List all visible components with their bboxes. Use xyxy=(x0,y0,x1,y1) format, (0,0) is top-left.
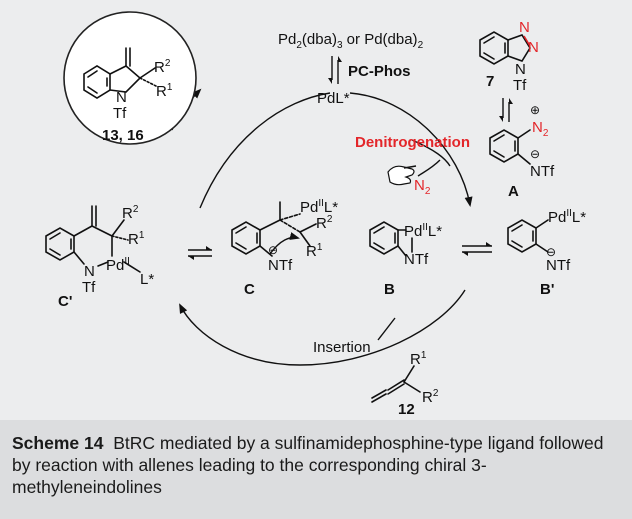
catalyst-pdl: PdL* xyxy=(317,90,350,107)
ligand-name: PC-Phos xyxy=(348,63,411,80)
cp-tf: Tf xyxy=(82,279,96,296)
cp-ligand: L* xyxy=(140,271,154,288)
c-r2: R2 xyxy=(316,214,333,232)
intermediate-C-structure: PdIIL* R2 R1 ⊖ NTf C xyxy=(231,198,338,298)
intermediate-B-label: B xyxy=(384,281,395,298)
arc-from-A xyxy=(411,139,451,167)
intermediate-A-structure: N2 ⊕ ⊖ NTf A xyxy=(489,103,555,200)
catalyst-generation: Pd2(dba)3 or Pd(dba)2 PC-Phos PdL* xyxy=(278,31,424,107)
precursor-text: Pd2(dba)3 or Pd(dba)2 xyxy=(278,31,424,51)
bt-tf: Tf xyxy=(513,77,527,94)
product-structure: N Tf R2 R1 13, 16 xyxy=(63,11,197,145)
bt-n3: N xyxy=(515,61,526,78)
intermediate-B-structure: PdIIL* NTf B xyxy=(369,221,442,298)
c-curly-arrow xyxy=(269,232,300,255)
bp-minus-charge: ⊖ xyxy=(546,245,556,259)
bt-n2: N xyxy=(528,39,539,56)
arc-insertion xyxy=(179,289,466,366)
intermediate-Bp-structure: PdIIL* ⊖ NTf B' xyxy=(507,208,586,298)
substrate-7: N N N Tf 7 xyxy=(479,19,539,122)
c-ntf: NTf xyxy=(268,257,293,274)
catalytic-cycle-diagram: N Tf R2 R1 13, 16 Pd2(dba)3 or Pd(dba)2 … xyxy=(45,11,586,418)
caption-text: BtRC mediated by a sulfinamidephosphine-… xyxy=(12,433,604,497)
a-minus-charge: ⊖ xyxy=(530,147,540,161)
intermediate-A-label: A xyxy=(508,183,519,200)
bp-pd: PdIIL* xyxy=(548,208,586,226)
scheme-caption: Scheme 14 BtRC mediated by a sulfinamide… xyxy=(12,432,620,498)
intermediate-Cp-label: C' xyxy=(58,293,72,310)
cp-n-atom: N xyxy=(84,263,95,280)
arc-to-product xyxy=(199,92,331,209)
bt-n1: N xyxy=(519,19,530,36)
allene-12-structure: R1 R2 12 xyxy=(371,350,439,418)
allene-feed-line xyxy=(377,317,396,341)
intermediate-Cp-structure: R2 R1 PdII N Tf L* C' xyxy=(45,204,154,310)
a-n2-group: N2 xyxy=(532,119,549,139)
n2-released: N2 xyxy=(414,177,431,197)
cp-r1: R1 xyxy=(128,230,145,248)
allene-label: 12 xyxy=(398,401,415,418)
cp-pd: PdII xyxy=(106,256,130,274)
c-pd: PdIIL* xyxy=(300,198,338,216)
intermediate-C-label: C xyxy=(244,281,255,298)
arc-denitrogenation xyxy=(349,92,473,207)
denitrogenation-label: Denitrogenation xyxy=(355,134,470,151)
n2-release-arrow xyxy=(417,159,441,177)
bp-ntf: NTf xyxy=(546,257,571,274)
equilibrium-cp-c xyxy=(188,246,212,260)
intermediate-Bp-label: B' xyxy=(540,281,554,298)
a-plus-charge: ⊕ xyxy=(530,103,540,117)
hand-icon xyxy=(387,165,417,186)
b-ntf: NTf xyxy=(404,251,429,268)
cycle-arrows xyxy=(171,88,473,366)
b-pd: PdIIL* xyxy=(404,222,442,240)
cp-r2: R2 xyxy=(122,204,139,222)
c-r1: R1 xyxy=(306,242,323,260)
product-n-atom: N xyxy=(116,89,127,106)
product-circle xyxy=(63,11,197,145)
caption-panel xyxy=(0,420,632,519)
allene-r2: R2 xyxy=(422,388,439,406)
insertion-label: Insertion xyxy=(313,339,371,356)
product-label: 13, 16 xyxy=(102,127,144,144)
allene-r1: R1 xyxy=(410,350,427,368)
a-ntf: NTf xyxy=(530,163,555,180)
c-minus-charge: ⊖ xyxy=(268,243,278,257)
product-tf: Tf xyxy=(113,105,127,122)
caption-label: Scheme 14 xyxy=(12,433,104,453)
substrate-label: 7 xyxy=(486,73,494,90)
equilibrium-b-bp xyxy=(462,242,492,256)
